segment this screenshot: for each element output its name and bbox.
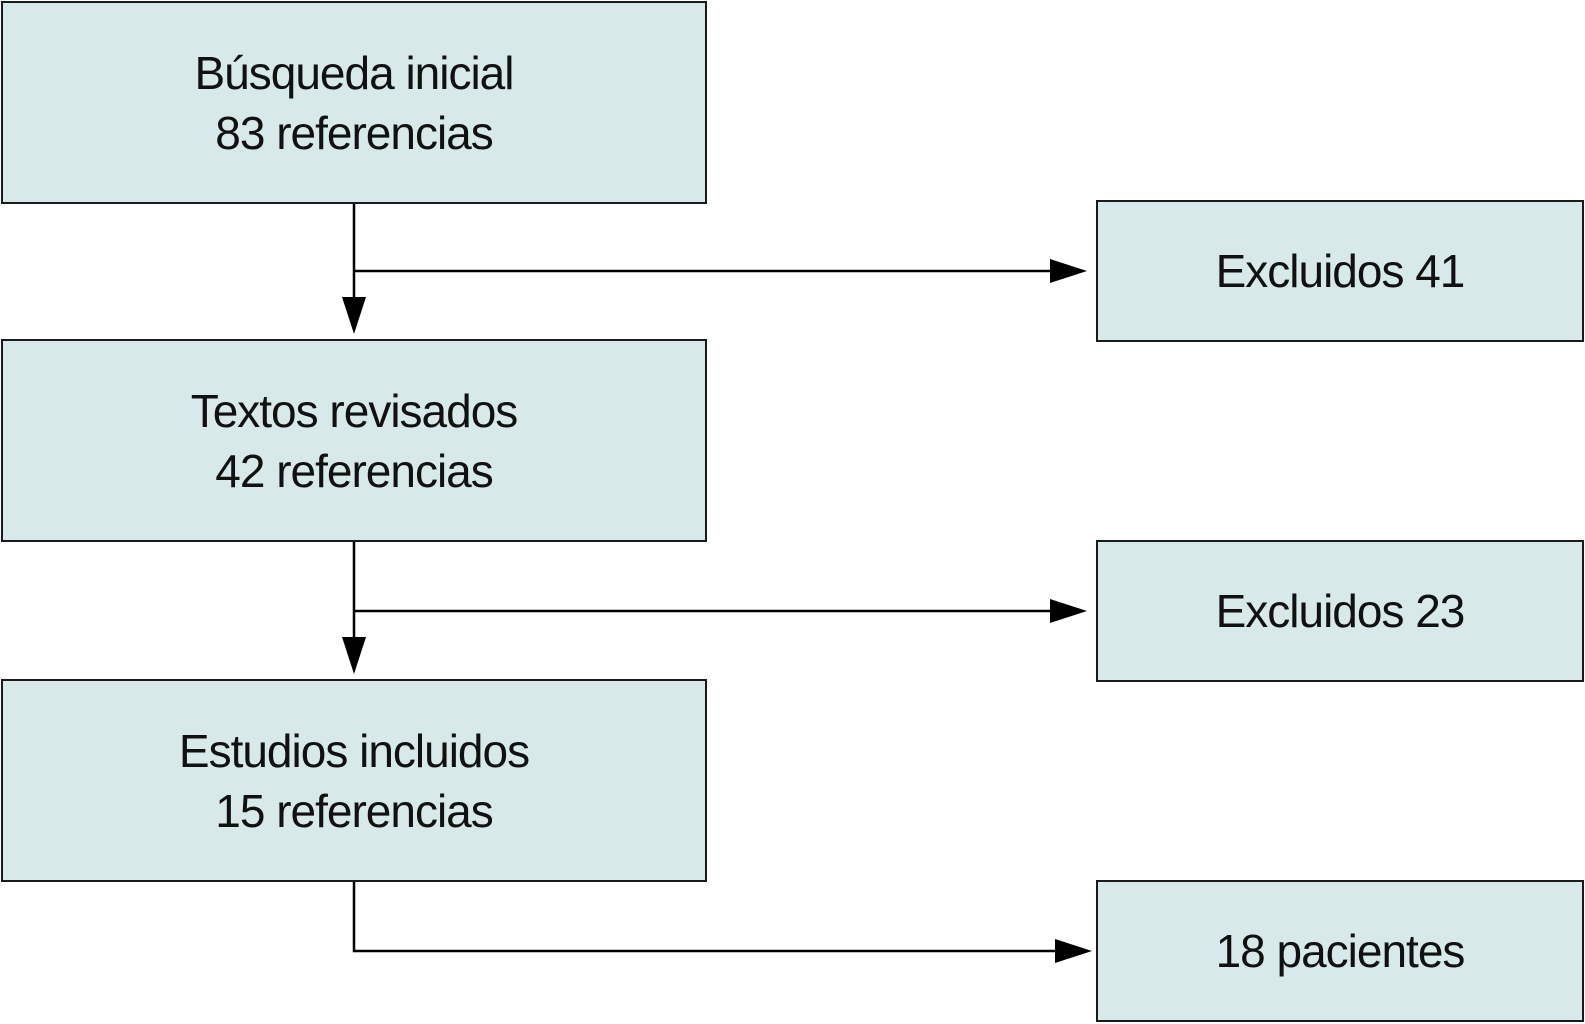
initial-search-box: Búsqueda inicial 83 referencias — [1, 1, 707, 204]
excluded-23-label: Excluidos 23 — [1215, 585, 1466, 637]
patients-label: 18 pacientes — [1215, 925, 1466, 977]
excluded-23-box: Excluidos 23 — [1096, 540, 1584, 682]
connector-included-to-patients — [352, 882, 1055, 953]
initial-search-title: Búsqueda inicial — [194, 46, 514, 99]
excluded-41-label: Excluidos 41 — [1215, 245, 1466, 297]
included-studies-title: Estudios incluidos — [178, 724, 530, 777]
arrowhead-down-2 — [342, 637, 366, 674]
patients-box: 18 pacientes — [1096, 880, 1584, 1022]
reviewed-texts-box: Textos revisados 42 referencias — [1, 339, 707, 542]
excluded-41-box: Excluidos 41 — [1096, 200, 1584, 342]
arrowhead-right-3 — [1055, 939, 1092, 963]
reviewed-texts-count: 42 referencias — [215, 444, 493, 497]
arrowhead-right-1 — [1050, 259, 1087, 283]
arrowhead-right-2 — [1050, 599, 1087, 623]
initial-search-count: 83 referencias — [215, 106, 493, 159]
included-studies-box: Estudios incluidos 15 referencias — [1, 679, 707, 882]
reviewed-texts-title: Textos revisados — [190, 384, 519, 437]
arrowhead-down-1 — [342, 297, 366, 334]
included-studies-count: 15 referencias — [215, 784, 493, 837]
